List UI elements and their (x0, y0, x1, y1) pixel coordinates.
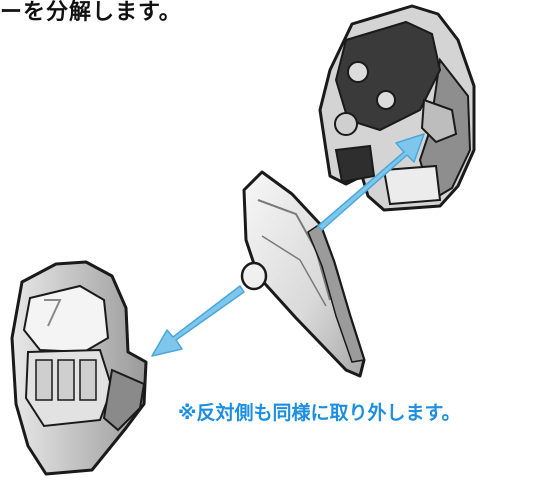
outer-armor-part (10, 260, 148, 476)
inner-frame-part (318, 4, 476, 212)
note-text: ※反対側も同様に取り外します。 (178, 402, 461, 424)
cover-plate-part (240, 170, 366, 378)
arrow-up-right-icon (317, 133, 425, 231)
arrow-down-left-icon (151, 285, 245, 357)
instruction-heading: ーを分解します。 (0, 0, 182, 25)
